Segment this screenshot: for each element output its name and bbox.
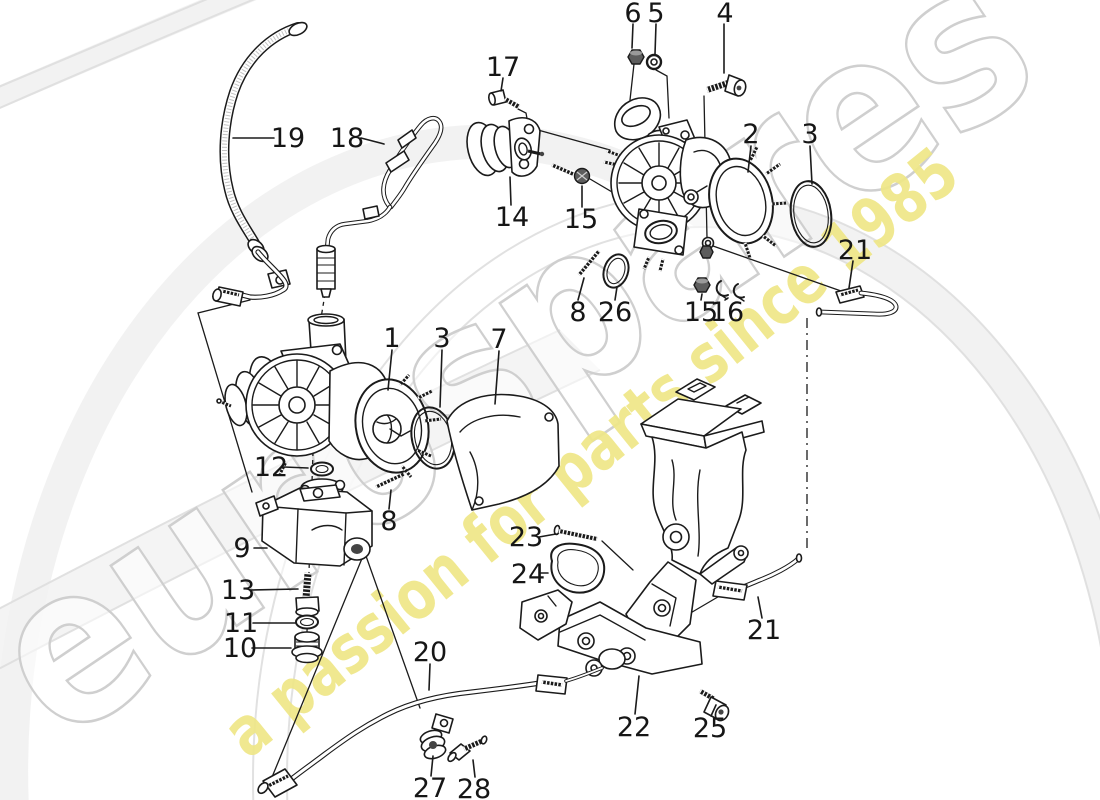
part-turbocharger-upper xyxy=(603,97,733,272)
callout-2-label: 2 xyxy=(742,119,759,150)
callout-16-label: 16 xyxy=(710,297,744,328)
callout-22-label: 22 xyxy=(617,712,651,743)
part-banjo-bolt-13 xyxy=(295,572,320,617)
part-support-bracket-22 xyxy=(519,378,765,677)
callout-labels: 6 5 4 17 19 18 2 3 14 15 21 8 26 15 16 1… xyxy=(221,0,872,800)
part-oil-hose-19 xyxy=(212,21,308,307)
part-stud-23 xyxy=(553,524,598,542)
callout-8-middle-label: 8 xyxy=(380,506,397,537)
part-washer-5 xyxy=(645,53,663,71)
callout-21-upper-label: 21 xyxy=(838,235,872,266)
callout-3-middle-label: 3 xyxy=(433,323,450,354)
part-nut-6 xyxy=(627,49,645,65)
part-pipe-21-lower xyxy=(712,553,803,601)
part-oil-return-pipe-20 xyxy=(257,666,604,798)
part-oil-pipe-18 xyxy=(316,115,444,298)
callout-19-label: 19 xyxy=(271,123,305,154)
part-pipe-21-upper xyxy=(815,285,899,317)
callout-27-label: 27 xyxy=(413,773,447,800)
part-oring-26 xyxy=(602,253,630,289)
callout-28-label: 28 xyxy=(457,774,491,800)
part-stud-8-middle xyxy=(375,472,405,489)
callout-26-label: 26 xyxy=(598,297,632,328)
callout-10-label: 10 xyxy=(223,633,257,664)
part-oil-housing-9 xyxy=(255,484,373,567)
callout-20-label: 20 xyxy=(413,637,447,668)
callout-9-label: 9 xyxy=(233,533,250,564)
part-bolt-17 xyxy=(488,89,521,109)
callout-21-lower-label: 21 xyxy=(747,615,781,646)
callout-17-label: 17 xyxy=(486,52,520,83)
callout-7-label: 7 xyxy=(490,324,507,355)
callout-24-label: 24 xyxy=(511,559,545,590)
part-clamp-27 xyxy=(419,713,454,760)
part-bolt-28 xyxy=(447,735,488,763)
part-oring-3-upper xyxy=(789,180,833,248)
callout-5-label: 5 xyxy=(647,0,664,29)
callout-1-label: 1 xyxy=(383,323,400,354)
part-plug-10 xyxy=(291,631,323,664)
callout-11-label: 11 xyxy=(224,608,258,639)
leader-lines xyxy=(232,23,854,778)
part-heat-shield-7 xyxy=(446,393,560,511)
callout-18-label: 18 xyxy=(330,123,364,154)
part-stud-8-upper xyxy=(577,249,601,277)
callout-23-label: 23 xyxy=(509,522,543,553)
part-flange-ring-2 xyxy=(708,146,788,259)
part-coupling-14 xyxy=(466,117,545,206)
brand-watermark: eurospares xyxy=(0,0,1077,789)
callout-8-upper-label: 8 xyxy=(569,297,586,328)
callout-13-label: 13 xyxy=(221,575,255,606)
ring-studs xyxy=(743,146,788,259)
callout-15-upper-label: 15 xyxy=(564,204,598,235)
part-gasket-12 xyxy=(310,461,334,477)
callout-3-upper-label: 3 xyxy=(801,119,818,150)
callout-4-label: 4 xyxy=(716,0,733,29)
part-nut-15-lower xyxy=(693,277,711,293)
part-turbocharger-lower xyxy=(216,313,442,508)
part-seal-ring-11 xyxy=(295,614,319,630)
callout-14-label: 14 xyxy=(495,202,529,233)
part-seal-24 xyxy=(550,542,606,594)
part-clips-16 xyxy=(715,280,745,302)
watermark-layer: eurospares a passion for parts since 198… xyxy=(0,0,1077,789)
callout-12-label: 12 xyxy=(254,452,288,483)
callout-25-label: 25 xyxy=(693,713,727,744)
callout-6-label: 6 xyxy=(624,0,641,29)
ring-studs-lower xyxy=(398,373,442,478)
callout-15-lower-label: 15 xyxy=(684,297,718,328)
part-bolt-4 xyxy=(706,74,747,97)
part-stud-nut-15-upper xyxy=(551,163,591,185)
